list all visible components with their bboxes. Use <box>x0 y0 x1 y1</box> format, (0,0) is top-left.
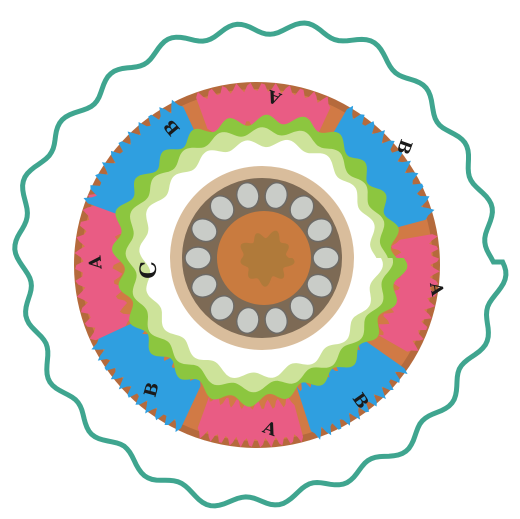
label-c: C <box>136 261 162 279</box>
label-a-left: A <box>85 254 106 271</box>
vascular-cell <box>185 247 211 269</box>
vascular-cell <box>313 247 339 269</box>
